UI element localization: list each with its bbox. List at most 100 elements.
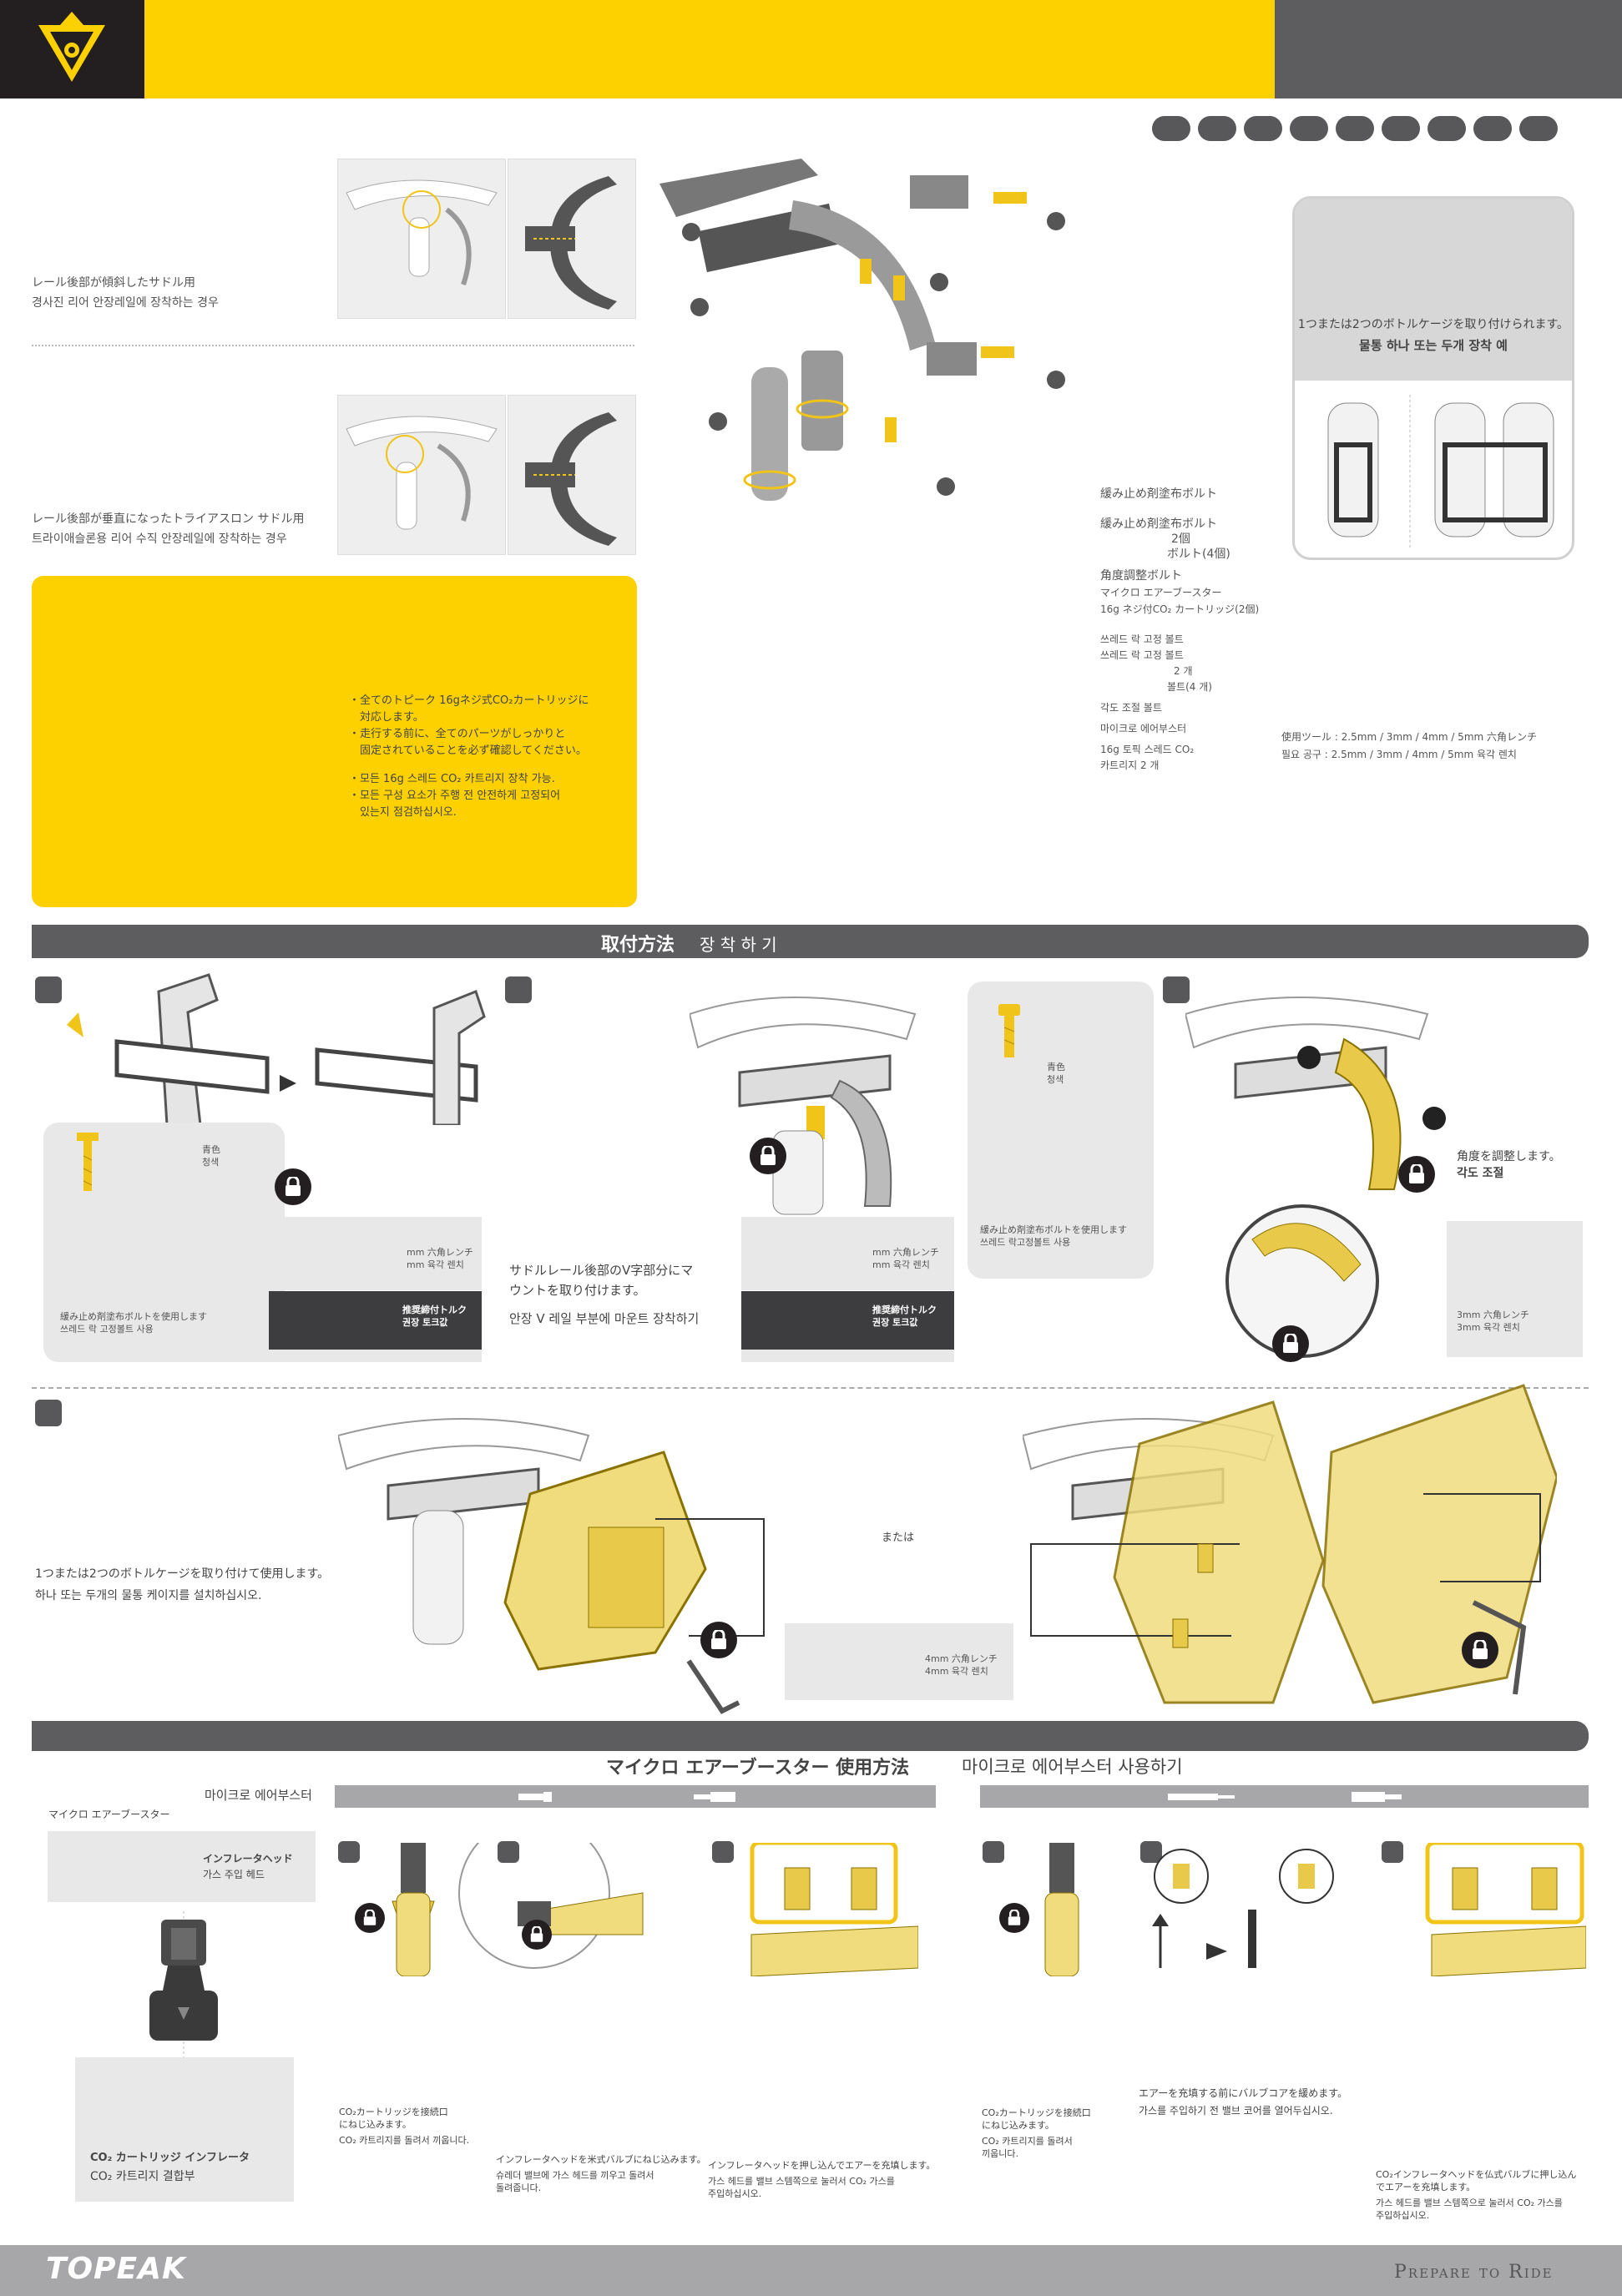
- lock-icon: [355, 1903, 385, 1933]
- presta-step-3-kr: 주입하십시오.: [708, 2188, 762, 2199]
- schrader-step-2-kr: 가스를 주입하기 전 밸브 코어를 열어두십시오.: [1139, 2105, 1333, 2117]
- lock-icon: [700, 1622, 737, 1658]
- part-quantity-kr: 2 개: [1174, 665, 1193, 677]
- vertical-rail-kr: 트라이애슬론용 리어 수직 안장레일에 장착하는 경우: [32, 532, 287, 546]
- threadlock-note-jp: 緩み止め剤塗布ボルトを使用します: [60, 1311, 207, 1322]
- bottle-box-kr: 물통 하나 또는 두개 장착 예: [1359, 338, 1508, 353]
- part-bolts-kr: 볼트(4 개): [1167, 681, 1212, 693]
- schrader-step-1-marker: [983, 1841, 1004, 1863]
- saddle-mount-sketch: [346, 416, 498, 530]
- step-4-desc-jp: 1つまたは2つのボトルケージを取り付けて使用します。: [35, 1567, 330, 1581]
- vertical-rail-illustration: [337, 395, 506, 555]
- bottle-cage-box: 1つまたは2つのボトルケージを取り付けられます。 물통 하나 또는 두개 장착 …: [1292, 196, 1574, 560]
- valve-type-icon: [518, 1792, 735, 1802]
- schrader-step-2-marker: [1140, 1841, 1162, 1863]
- inflator-head-label: インフレータヘッド 가스 주입 헤드: [203, 1851, 293, 1883]
- step-2-color-label: 青色 청색: [1047, 1061, 1065, 1086]
- presta-step-3-kr: 가스 헤드를 밸브 스템쪽으로 눌러서 CO₂ 가스를: [708, 2176, 895, 2187]
- tools-kr: 필요 공구 : 2.5mm / 3mm / 4mm / 5mm 육각 렌치: [1281, 749, 1517, 760]
- step-4-desc-kr: 하나 또는 두개의 물통 케이지를 설치하십시오.: [35, 1589, 262, 1602]
- lock-icon: [522, 1920, 552, 1950]
- part-cartridge-kr: 16g 토픽 스레드 CO₂: [1100, 744, 1195, 755]
- step-4-marker: [35, 1400, 62, 1426]
- wrench-label-jp: 3mm 六角レンチ: [1457, 1309, 1529, 1320]
- tools-jp: 使用ツール : 2.5mm / 3mm / 4mm / 5mm 六角レンチ: [1281, 731, 1538, 743]
- wrench-label-kr: 4mm 육각 렌치: [925, 1666, 988, 1677]
- presta-step-3-jp: インフレータヘッドを押し込んでエアーを充填します。: [708, 2160, 936, 2171]
- part-angle-bolt-jp: 角度調整ボルト: [1100, 569, 1182, 583]
- language-dot: [1427, 116, 1466, 141]
- schrader-step-1-text: CO₂カートリッジを接続口 にねじ込みます。 CO₂ 카트리지를 돌려서 끼웁니…: [982, 2107, 1149, 2160]
- blue-bolt-icon: [998, 1004, 1020, 1057]
- language-dot: [1290, 116, 1328, 141]
- step-3-angle-label: 角度を調整します。 각도 조절: [1457, 1148, 1561, 1182]
- valve-type-icon: [1168, 1792, 1402, 1802]
- notice-jp-line: 対応します。: [349, 711, 424, 724]
- install-title-kr: 장 착 하 기: [700, 935, 777, 955]
- wrench-label-jp: 4mm 六角レンチ: [925, 1653, 998, 1664]
- head-label-jp: インフレータヘッド: [203, 1853, 293, 1865]
- step-1-wrench-label: mm 六角レンチ mm 육각 렌치: [407, 1246, 473, 1271]
- threadlock-note-kr: 쓰레드 락고정볼트 사용: [980, 1237, 1071, 1248]
- step-4-wrench-label: 4mm 六角レンチ 4mm 육각 렌치: [925, 1653, 998, 1678]
- presta-step-3-marker: [712, 1841, 734, 1863]
- step-4-single-cage-illustration: [338, 1418, 765, 1714]
- part-angle-bolt-kr: 각도 조절 볼트: [1100, 702, 1162, 714]
- micro-airbooster-icon: [149, 1911, 218, 2057]
- step-2-wrench-label: mm 六角レンチ mm 육각 렌치: [872, 1246, 939, 1271]
- step-3-marker: [1163, 976, 1190, 1003]
- presta-step-3-text: インフレータヘッドを押し込んでエアーを充填します。 가스 헤드를 밸브 스템쪽으…: [708, 2159, 950, 2200]
- wrench-label-jp: mm 六角レンチ: [407, 1247, 473, 1258]
- saddle-mount-sketch: [346, 179, 498, 285]
- schrader-valve-bar: [980, 1785, 1589, 1808]
- part-booster-jp: マイクロ エアーブースター: [1100, 587, 1222, 598]
- torque-label-jp: 推奨締付トルク: [872, 1304, 937, 1315]
- threadlock-note-kr: 쓰레드 락 고정볼트 사용: [60, 1324, 154, 1335]
- step-1-color-label: 青色 청색: [202, 1143, 220, 1168]
- inclined-rail-kr: 경사진 리어 안장레일에 장착하는 경우: [32, 296, 219, 310]
- part-threadlock-bolt-jp: 緩み止め剤塗布ボルト: [1100, 517, 1217, 531]
- section-divider: [32, 1387, 1589, 1389]
- section-divider: [32, 345, 634, 346]
- lock-icon: [1398, 1156, 1435, 1193]
- step-1-torque-label: 推奨締付トルク 권장 토크값: [402, 1304, 467, 1329]
- color-label-kr: 청색: [1047, 1074, 1064, 1085]
- schrader-step-3-kr: 주입하십시오.: [1376, 2210, 1430, 2221]
- lock-icon: [750, 1138, 786, 1174]
- step-1-torque-value: [269, 1350, 482, 1362]
- language-dot: [1382, 116, 1420, 141]
- part-cartridge-qty-kr: 카트리지 2 개: [1100, 759, 1160, 771]
- part-bolts-jp: ボルト(4個): [1167, 548, 1230, 561]
- booster-title-jp: マイクロ エアーブースター 使用方法: [606, 1758, 910, 1779]
- language-dot: [1244, 116, 1282, 141]
- notice-kr-line: ・모든 구성 요소가 주행 전 안전하게 고정되어: [349, 790, 561, 802]
- presta-step-2-kr: 슈레더 밸브에 가스 헤드를 끼우고 돌려서: [496, 2170, 654, 2181]
- schrader-step-1-kr: 끼웁니다.: [982, 2148, 1018, 2159]
- parts-exploded-view: [659, 159, 1065, 501]
- booster-label-kr: 마이크로 에어부스터: [205, 1788, 312, 1803]
- presta-step-2-marker: [498, 1841, 519, 1863]
- booster-title-kr: 마이크로 에어부스터 사용하기: [962, 1757, 1183, 1777]
- step-1-torque-panel: 推奨締付トルク 권장 토크값: [269, 1291, 482, 1350]
- threadlock-note-jp: 緩み止め剤塗布ボルトを使用します: [980, 1224, 1127, 1235]
- color-label-jp: 青色: [202, 1144, 220, 1155]
- vertical-rail-detail: [508, 395, 636, 555]
- booster-section-banner: [32, 1721, 1589, 1751]
- step-4-wrench-panel: 4mm 六角レンチ 4mm 육각 렌치: [785, 1623, 1013, 1700]
- wrench-label-kr: mm 육각 렌치: [407, 1259, 464, 1270]
- notice-jp-line: 固定されていることを必ず確認してください。: [349, 744, 587, 757]
- lock-icon: [999, 1903, 1029, 1933]
- wrench-label-jp: mm 六角レンチ: [872, 1247, 939, 1258]
- inclined-rail-detail: [508, 159, 636, 319]
- presta-steps-illustration: [392, 1843, 918, 1976]
- part-threadlock-bolt-kr: 쓰레드 락 고정 볼트: [1100, 633, 1184, 645]
- presta-step-2-kr: 돌려줍니다.: [496, 2182, 542, 2193]
- notice-kr-line: ・모든 16g 스레드 CO₂ 카트리지 장착 가능.: [349, 773, 555, 785]
- exploded-parts-diagram: [651, 150, 1069, 551]
- step-1-threadlock-note: 緩み止め剤塗布ボルトを使用します 쓰레드 락 고정볼트 사용: [60, 1310, 207, 1335]
- step-2-description: サドルレール後部のV字部分にマ ウントを取り付けます。 안장 V 레일 부분에 …: [509, 1260, 718, 1329]
- color-label-kr: 청색: [202, 1157, 220, 1168]
- footer-brand: TOPEAK: [46, 2252, 186, 2286]
- step-3-wrench-label: 3mm 六角レンチ 3mm 육각 렌치: [1457, 1309, 1529, 1334]
- notice-text: ・全てのトピーク 16gネジ式CO₂カートリッジに 対応します。 ・走行する前に…: [349, 693, 624, 821]
